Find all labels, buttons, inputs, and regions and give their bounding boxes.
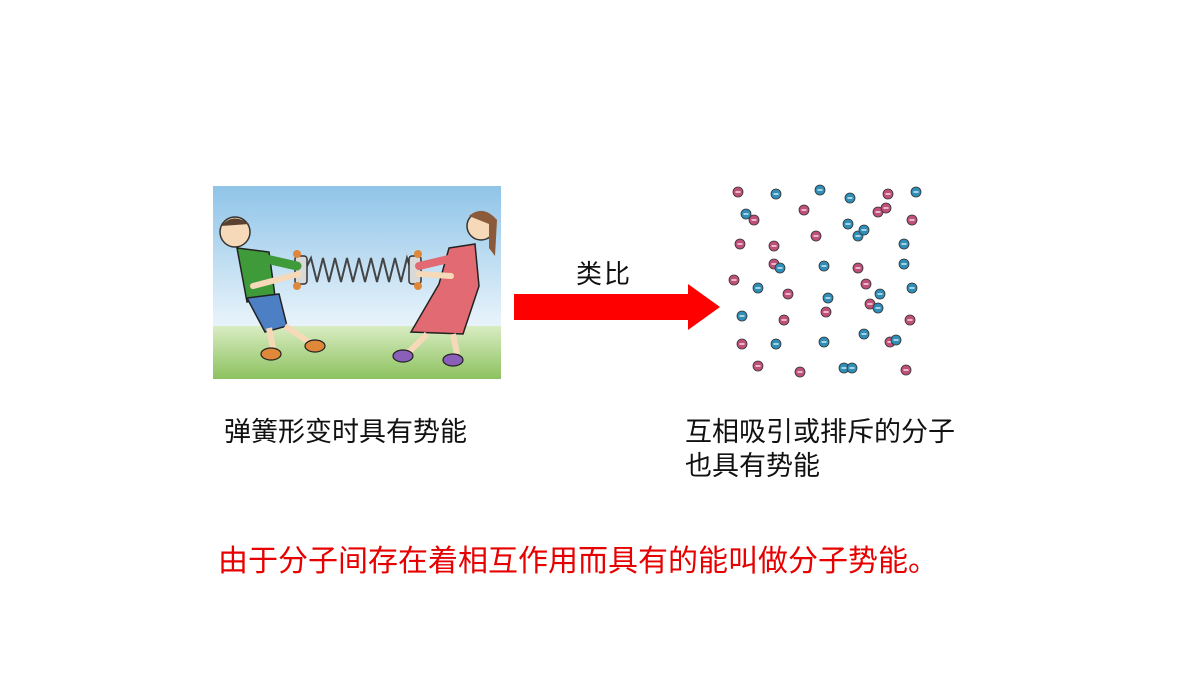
conclusion-text: 由于分子间存在着相互作用而具有的能叫做分子势能。 [218,544,938,579]
molecule-caption-line2: 也具有势能 [685,451,820,482]
right-arrow-icon [512,282,722,332]
molecule-caption: 互相吸引或排斥的分子 也具有势能 [685,416,1005,484]
boy-figure [219,216,326,361]
molecule-caption-line1: 互相吸引或排斥的分子 [685,417,955,448]
analogy-label: 类比 [576,260,633,290]
spring-caption: 弹簧形变时具有势能 [224,417,467,448]
girl-figure [392,210,497,367]
spring-tug-illustration [213,186,501,379]
molecules-illustration [728,184,924,380]
